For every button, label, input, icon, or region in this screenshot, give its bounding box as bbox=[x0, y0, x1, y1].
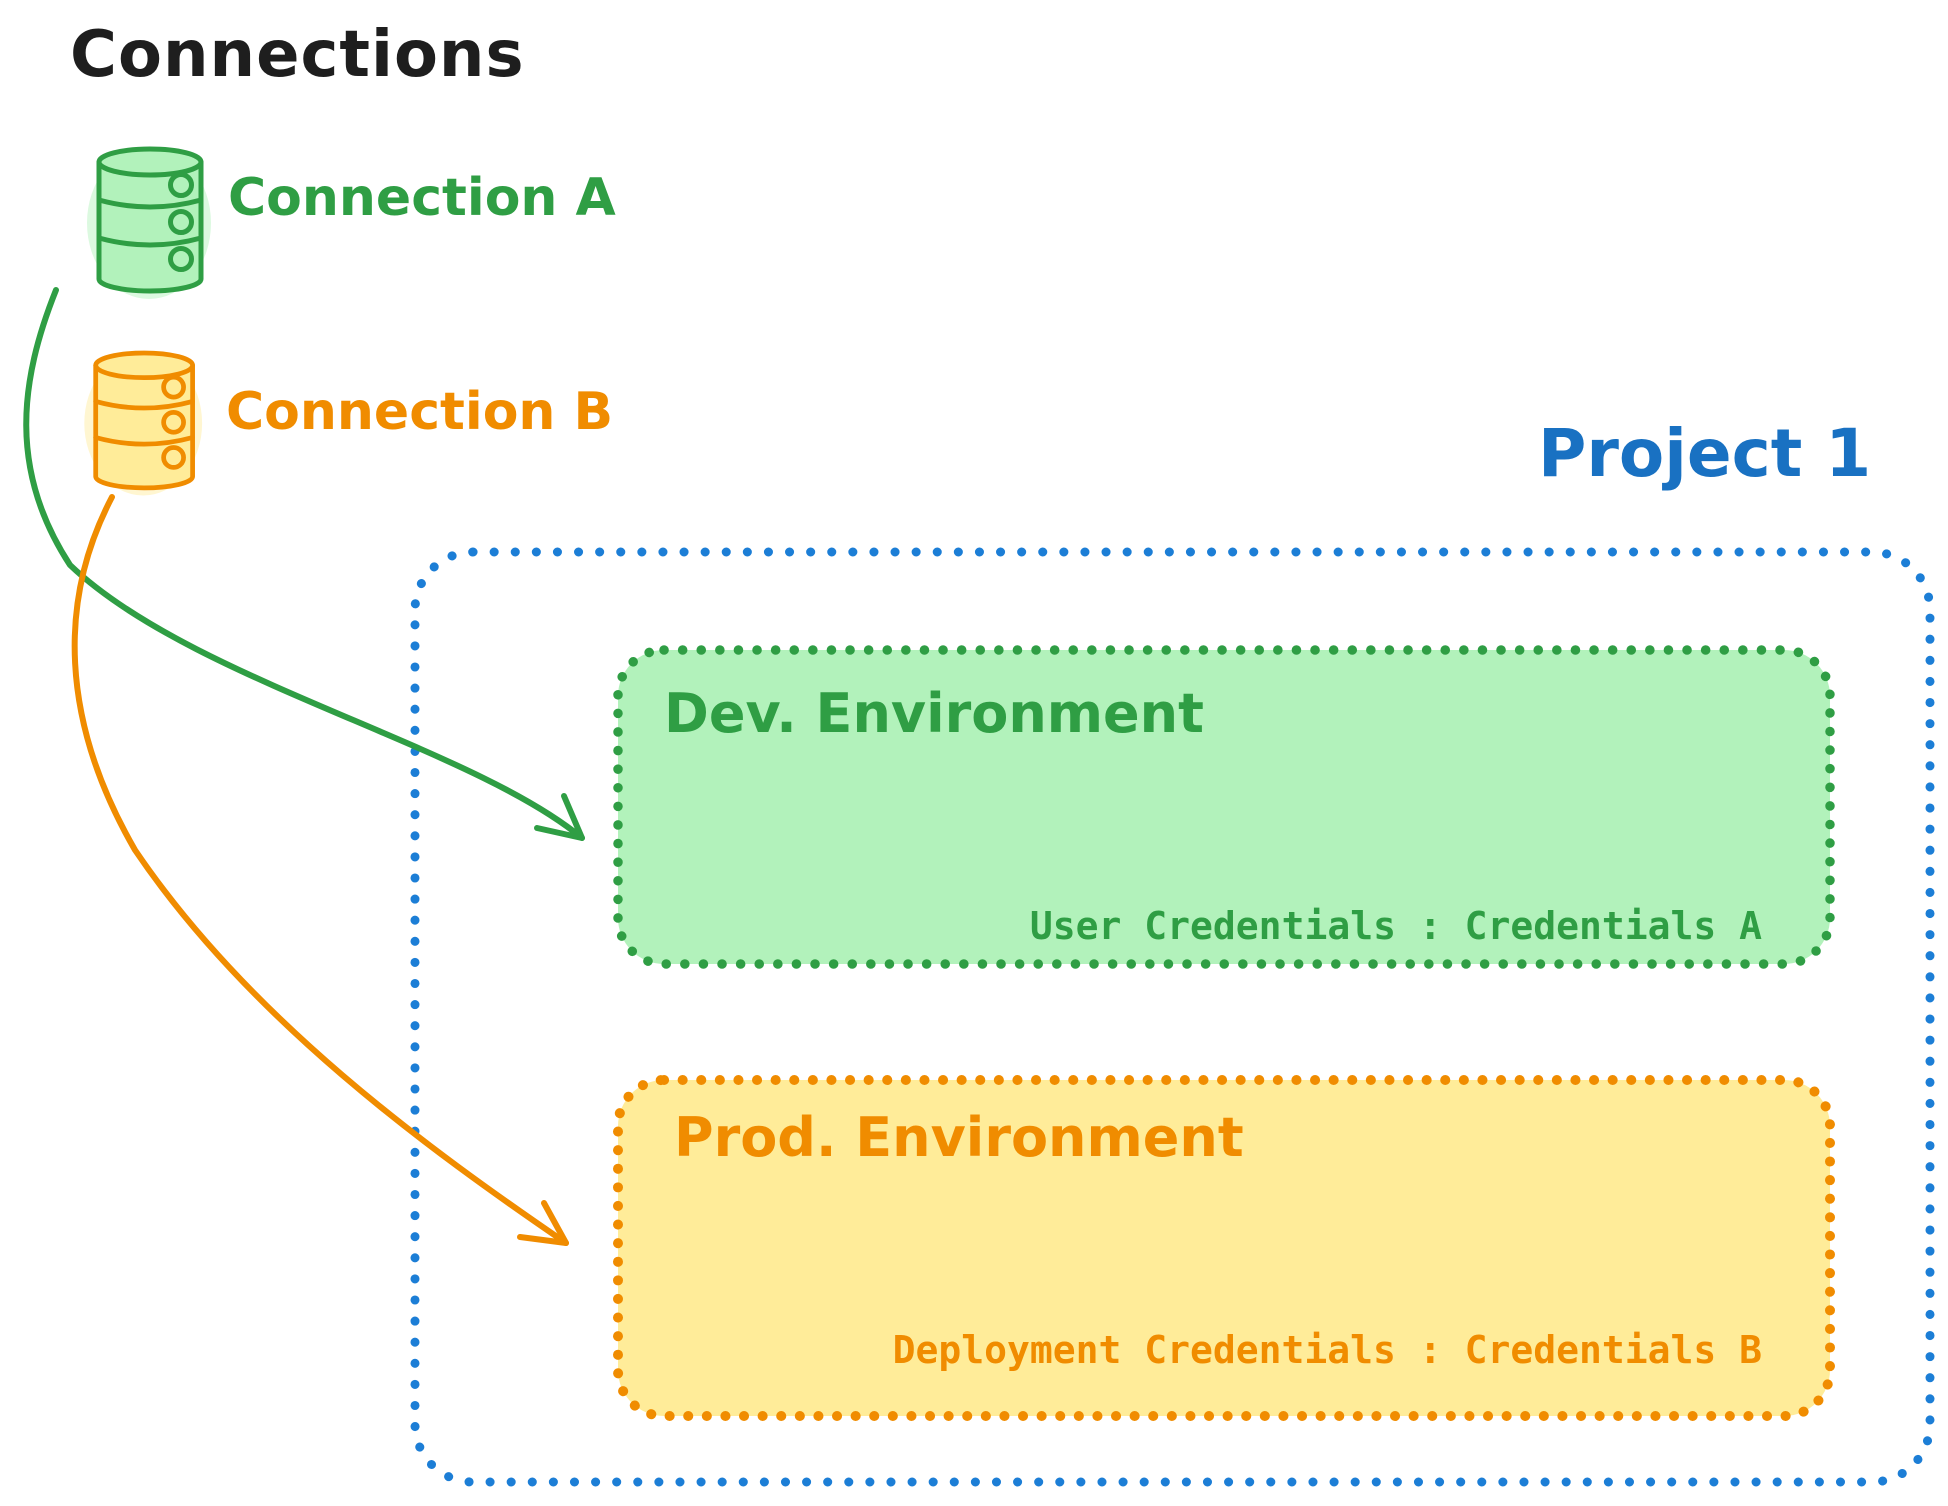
dev-environment-title: Dev. Environment bbox=[664, 682, 1204, 745]
db-band bbox=[96, 197, 204, 210]
arrowhead bbox=[534, 793, 585, 841]
project-1-container-box bbox=[410, 547, 1935, 1487]
connection-a-label: Connection A bbox=[228, 168, 616, 228]
db-indicator bbox=[161, 374, 186, 400]
db-body bbox=[96, 159, 204, 294]
dev-credentials-text: User Credentials : Credentials A bbox=[1029, 904, 1762, 948]
db-band bbox=[96, 235, 204, 248]
prod-environment-box bbox=[613, 1075, 1835, 1421]
db-lid bbox=[96, 146, 204, 178]
arrow-curve bbox=[71, 494, 569, 1246]
arrow-connection-b-to-prod bbox=[71, 494, 569, 1246]
arrow-connection-a-to-dev bbox=[23, 287, 585, 841]
db-body bbox=[93, 362, 195, 491]
project-title: Project 1 bbox=[1538, 415, 1872, 492]
arrowhead bbox=[517, 1200, 569, 1246]
database-icon-connection-a bbox=[87, 146, 211, 299]
database-icon-connection-b bbox=[84, 350, 203, 496]
connection-b-label: Connection B bbox=[226, 382, 614, 442]
prod-environment-title: Prod. Environment bbox=[674, 1106, 1244, 1169]
db-indicator bbox=[161, 409, 186, 435]
db-lid bbox=[93, 350, 195, 381]
db-indicator bbox=[168, 209, 194, 235]
db-band bbox=[93, 435, 195, 447]
db-indicator bbox=[161, 445, 186, 470]
dev-environment-box bbox=[613, 645, 1835, 969]
db-band bbox=[93, 399, 195, 411]
arrow-curve bbox=[23, 287, 585, 841]
db-indicator bbox=[168, 246, 194, 272]
connections-title: Connections bbox=[70, 18, 525, 92]
prod-credentials-text: Deployment Credentials : Credentials B bbox=[892, 1328, 1762, 1372]
db-indicator bbox=[168, 172, 194, 198]
